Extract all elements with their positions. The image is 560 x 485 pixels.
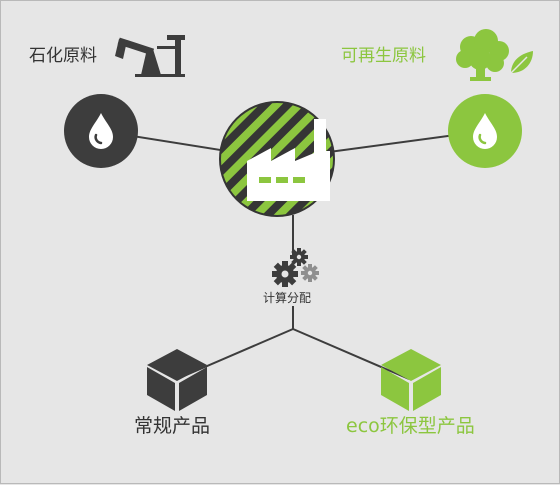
allocation-label: 计算分配 [263, 291, 312, 305]
gears-icon [272, 248, 319, 287]
conventional-product-label: 常规产品 [134, 415, 211, 437]
fossil-feedstock-label: 石化原料 [29, 46, 97, 66]
tree-leaf-icon [456, 29, 533, 81]
factory-icon [247, 119, 330, 201]
connector-split-eco [292, 328, 410, 380]
oil-pump-icon [115, 35, 185, 77]
eco-product-label: eco环保型产品 [346, 415, 475, 437]
drop-icon [89, 113, 113, 149]
renewable-feedstock-label: 可再生原料 [341, 46, 426, 66]
cube-icon [381, 349, 441, 411]
cube-icon [147, 349, 207, 411]
drop-icon [473, 113, 497, 149]
